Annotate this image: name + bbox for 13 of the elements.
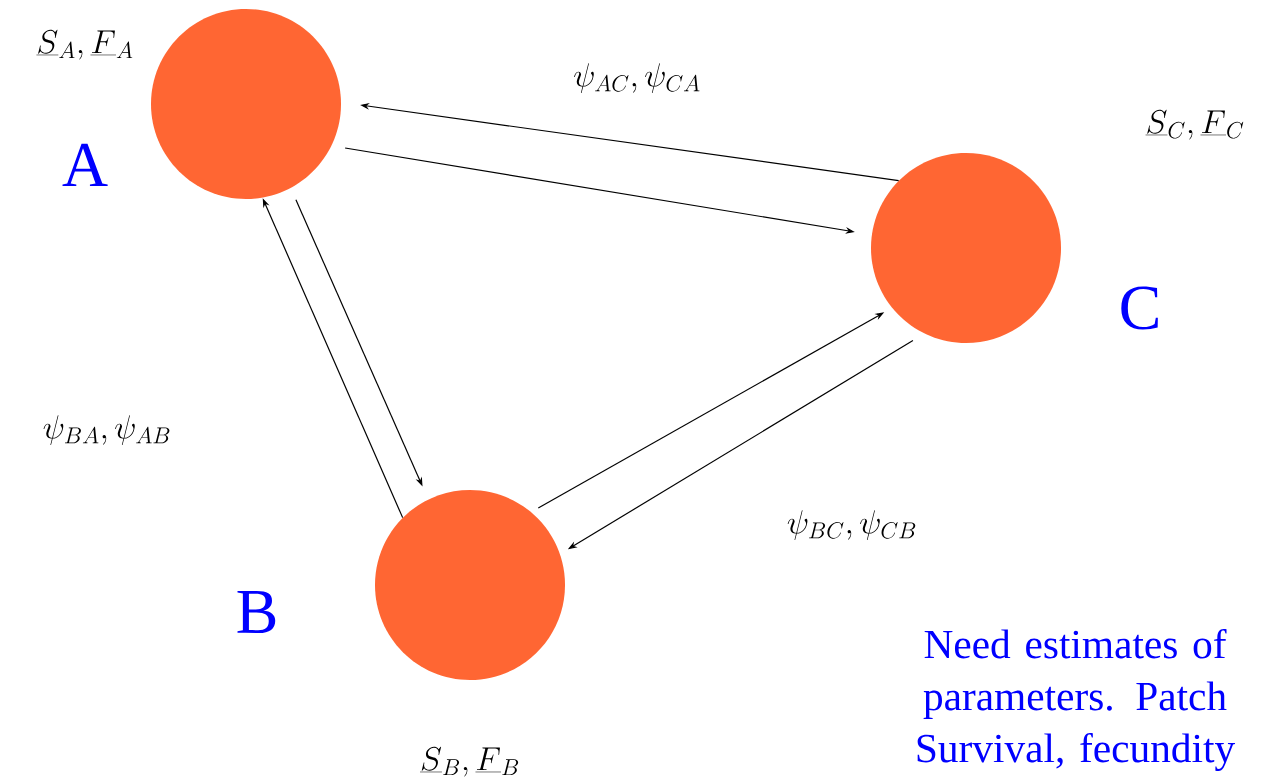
patch-letter: B <box>237 590 276 634</box>
formula-label: $\psi_{BC},\psi_{CB}$ <box>787 510 916 541</box>
patch-letter: C <box>1121 286 1158 330</box>
formula-label: $\underline{S}_{A},\underline{F}_{A}$ <box>36 29 133 60</box>
formula-label: $\psi_{AC},\psi_{CA}$ <box>574 63 700 94</box>
formula-label: $\psi_{BA},\psi_{AB}$ <box>43 415 170 446</box>
patch-circle <box>151 9 341 199</box>
patch-circle <box>375 490 565 680</box>
patch-letter: A <box>62 143 108 187</box>
formula-label: $\underline{S}_{B},\underline{F}_{B}$ <box>420 746 519 777</box>
note-text: Need estimates of parameters. Patch Survival, fecundity <box>917 629 1235 771</box>
formula-label: $\underline{S}_{C},\underline{F}_{C}$ <box>1145 109 1244 140</box>
patch-circle <box>871 153 1061 343</box>
